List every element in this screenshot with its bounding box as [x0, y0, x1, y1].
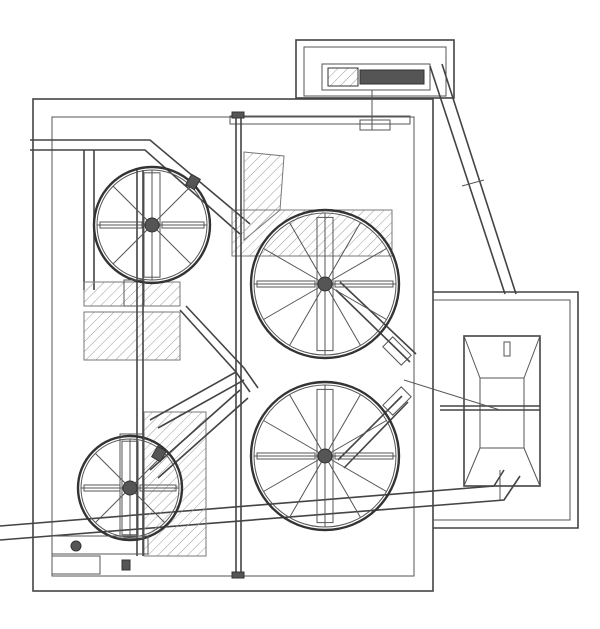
large-wheel-icon	[249, 380, 401, 532]
inclined-conveyor	[429, 63, 517, 295]
left-duct	[30, 139, 251, 290]
small-wheel-icon	[76, 434, 184, 542]
top-drive-unit	[229, 63, 431, 131]
wheels-group	[76, 165, 401, 542]
small-wheel-icon	[92, 165, 212, 285]
column-lines	[136, 111, 245, 579]
large-wheel-icon	[249, 208, 401, 360]
connecting-conveyors	[149, 281, 501, 479]
base-unit	[51, 279, 149, 575]
hatched-areas	[83, 151, 393, 557]
gear-drive-icon	[150, 173, 202, 463]
hopper	[440, 335, 541, 487]
